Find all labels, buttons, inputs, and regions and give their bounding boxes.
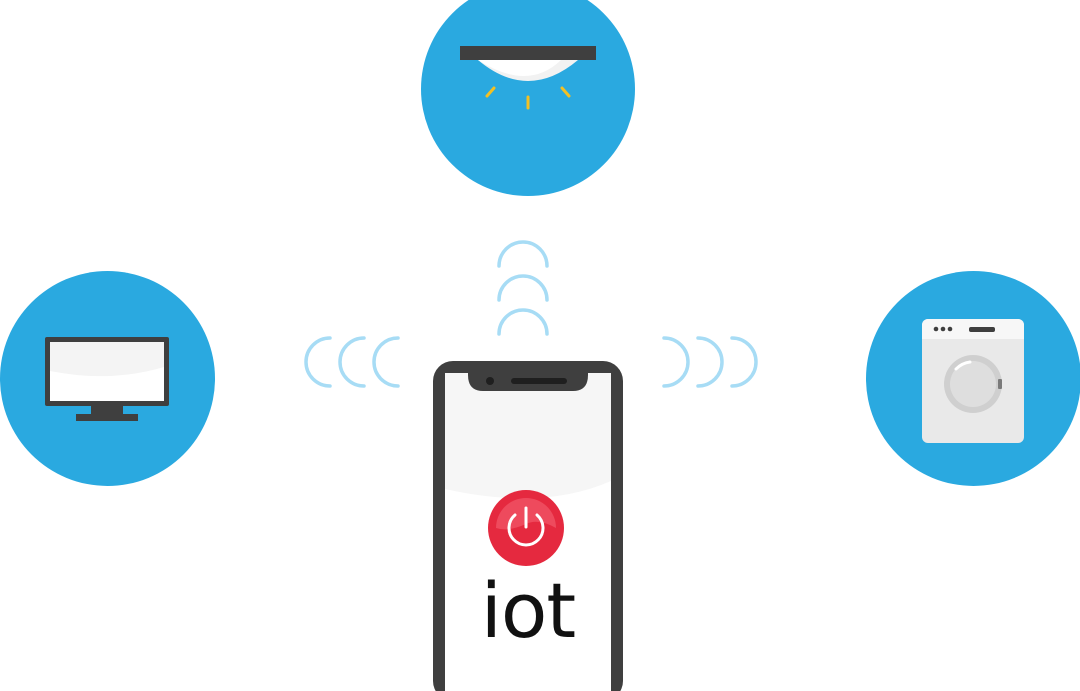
power-icon <box>488 490 564 566</box>
light-icon <box>421 0 635 196</box>
tv-icon <box>0 271 215 486</box>
power-button[interactable] <box>488 490 564 566</box>
television-device[interactable] <box>0 271 215 486</box>
washing-machine-device[interactable] <box>866 271 1080 486</box>
signal-waves-left <box>294 330 404 394</box>
signal-waves-right <box>656 330 766 394</box>
signal-waves-up <box>490 230 556 338</box>
washer-icon <box>866 271 1080 486</box>
wifi-signal-icon <box>304 336 400 388</box>
app-label: iot <box>480 566 576 655</box>
ceiling-light-device[interactable] <box>421 0 635 196</box>
wifi-signal-icon <box>662 336 758 388</box>
wifi-signal-icon <box>497 240 549 336</box>
